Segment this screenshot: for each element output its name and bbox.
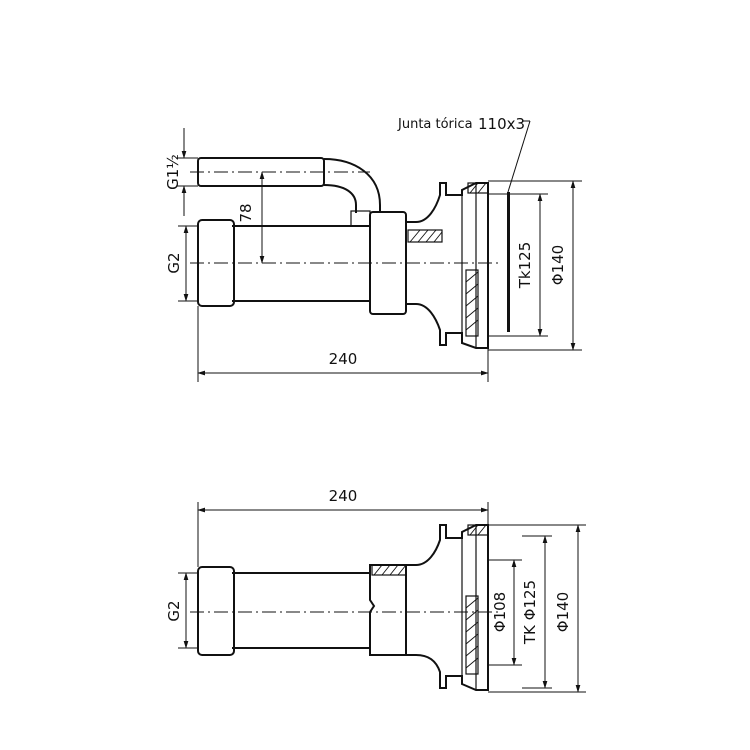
flange xyxy=(406,182,510,349)
diameter-outer-label: Φ140 xyxy=(549,245,567,285)
length-label: 240 xyxy=(329,350,358,368)
flange-bottom xyxy=(371,524,489,691)
dim-offset: 78 xyxy=(237,171,265,264)
dim-length-bottom: 240 xyxy=(197,487,489,567)
dim-tk: Tk125 xyxy=(488,193,548,337)
side-pipe xyxy=(190,157,381,227)
dim-diameter-outer-bottom: Φ140 xyxy=(488,524,586,693)
dim-length: 240 xyxy=(197,306,489,382)
dim-thread-main: G2 xyxy=(165,225,198,302)
tk-bottom-label: TK Φ125 xyxy=(521,580,539,645)
thread-main-label: G2 xyxy=(165,252,183,273)
length-bottom-label: 240 xyxy=(329,487,358,505)
thread-small-label: G1½ xyxy=(164,154,182,190)
dim-thread-small: G1½ xyxy=(164,128,198,216)
oring-strip xyxy=(507,192,510,332)
diameter-inner-label: Φ108 xyxy=(491,592,509,632)
flange-bottom-hatch xyxy=(371,524,489,675)
dim-thread-main-bottom: G2 xyxy=(165,572,198,649)
dim-diameter-inner: Φ108 xyxy=(488,559,522,666)
top-view: Junta tórica 110x3 G1½ 78 G2 xyxy=(164,115,582,382)
main-tube-bottom xyxy=(190,564,500,656)
diameter-outer-bottom-label: Φ140 xyxy=(554,592,572,632)
bottom-view: 240 G2 Φ108 TK Φ125 Φ140 xyxy=(165,487,586,693)
main-tube xyxy=(190,211,500,315)
flange-hatch xyxy=(407,182,489,337)
tk-label: Tk125 xyxy=(516,242,534,289)
oring-size: 110x3 xyxy=(478,115,525,133)
oring-label: Junta tórica xyxy=(397,117,473,132)
oring-callout: Junta tórica 110x3 xyxy=(397,115,531,193)
dim-diameter-outer: Φ140 xyxy=(488,180,582,351)
offset-label: 78 xyxy=(237,203,255,222)
dim-tk-bottom: TK Φ125 xyxy=(521,535,552,689)
thread-main-bottom-label: G2 xyxy=(165,600,183,621)
